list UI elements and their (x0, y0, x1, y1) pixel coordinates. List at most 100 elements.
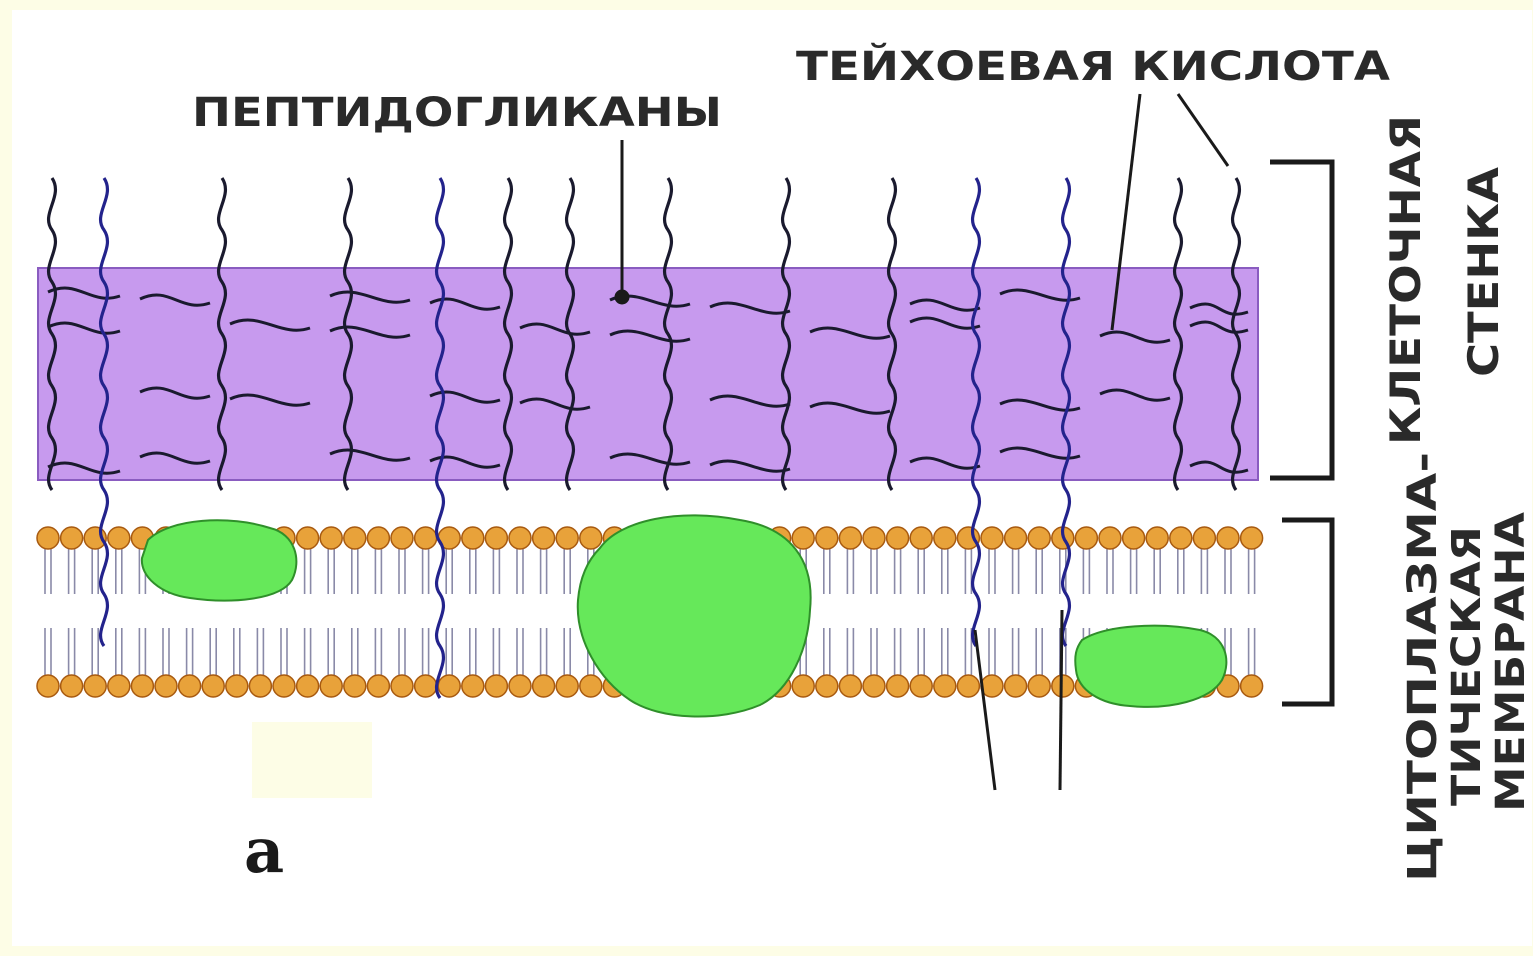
lipid-tail (895, 628, 901, 676)
lipid-tail (564, 628, 570, 676)
lipid-tail (989, 628, 995, 676)
lipid-head (344, 527, 366, 549)
lipid-head (580, 527, 602, 549)
lipid-head (415, 527, 437, 549)
lipid-head (438, 675, 460, 697)
lipid-head (1146, 527, 1168, 549)
lipid-head (1241, 527, 1263, 549)
lipid-head (367, 527, 389, 549)
label-teichoic-acid: ТЕЙХОЕВАЯ КИСЛОТА (796, 42, 1390, 90)
lipid-tail (446, 548, 452, 594)
lipid-tail (69, 628, 75, 676)
lipid-tail (965, 628, 971, 676)
lipid-tail (352, 548, 358, 594)
membrane-protein-right (1075, 626, 1226, 707)
lipid-head (509, 675, 531, 697)
lipid-head (981, 527, 1003, 549)
lipid-tail (163, 628, 169, 676)
lipid-head (202, 675, 224, 697)
lipid-head (887, 527, 909, 549)
label-cell-wall-line2: СТЕНКА (1459, 166, 1508, 377)
lipid-head (1005, 675, 1027, 697)
lipid-tail (1131, 548, 1137, 594)
lipid-head (1241, 675, 1263, 697)
label-membrane: ЦИТОПЛАЗМА- ТИЧЕСКАЯ МЕМБРАНА (1400, 452, 1533, 882)
pointer-membrane-1 (975, 630, 995, 790)
pointer-peptidoglycan-dot (616, 291, 628, 303)
lipid-tail (399, 628, 405, 676)
lipid-head (1028, 527, 1050, 549)
lipid-head (816, 527, 838, 549)
lipid-tail (328, 548, 334, 594)
lipid-tail (847, 548, 853, 594)
lipid-head (462, 675, 484, 697)
lipid-head (887, 675, 909, 697)
lipid-head (792, 675, 814, 697)
lipid-tail (942, 548, 948, 594)
lipid-head (863, 675, 885, 697)
label-cell-wall-line1: КЛЕТОЧНАЯ (1381, 115, 1430, 445)
lipid-head (462, 527, 484, 549)
lipid-tail (1249, 628, 1255, 676)
lipid-head (863, 527, 885, 549)
lipid-head (839, 675, 861, 697)
lipid-head (391, 527, 413, 549)
lipid-head (839, 527, 861, 549)
lipid-tail (1225, 548, 1231, 594)
lipid-tail (470, 548, 476, 594)
lipid-head (61, 527, 83, 549)
lipid-tail (541, 628, 547, 676)
label-cell-wall: КЛЕТОЧНАЯ СТЕНКА (1381, 115, 1508, 445)
lipid-tail (45, 628, 51, 676)
lipid-head (792, 527, 814, 549)
lipid-tail (399, 548, 405, 594)
lipid-tail (187, 628, 193, 676)
lipid-head (556, 675, 578, 697)
lipid-tail (517, 548, 523, 594)
lipid-tail (1249, 548, 1255, 594)
lipid-tail (1083, 548, 1089, 594)
lipid-tail (918, 628, 924, 676)
lipid-head (934, 675, 956, 697)
membrane-bracket (1282, 520, 1332, 704)
lipid-tail (847, 628, 853, 676)
lipid-head (1123, 527, 1145, 549)
lipid-head (249, 675, 271, 697)
lipid-head (391, 675, 413, 697)
lipid-tail (1036, 628, 1042, 676)
lipid-head (320, 527, 342, 549)
lipid-head (108, 675, 130, 697)
lipid-tail (305, 628, 311, 676)
lipid-head (485, 527, 507, 549)
lipid-tail (564, 548, 570, 594)
lipid-head (155, 675, 177, 697)
lipid-head (1193, 527, 1215, 549)
lipid-head (816, 675, 838, 697)
label-peptidoglycans: ПЕПТИДОГЛИКАНЫ (192, 90, 722, 136)
lipid-tail (895, 548, 901, 594)
lipid-head (533, 675, 555, 697)
lipid-head (108, 527, 130, 549)
membrane-protein-center (578, 515, 811, 716)
lipid-head (1170, 527, 1192, 549)
lipid-head (415, 675, 437, 697)
lipid-head (957, 675, 979, 697)
lipid-head (84, 675, 106, 697)
lipid-tail (1036, 548, 1042, 594)
lipid-tail (493, 548, 499, 594)
lipid-head (37, 527, 59, 549)
lipid-tail (375, 548, 381, 594)
lipid-head (344, 675, 366, 697)
lipid-head (910, 675, 932, 697)
lipid-tail (423, 548, 429, 594)
lipid-tail (352, 628, 358, 676)
label-membrane-line3: МЕМБРАНА (1488, 512, 1533, 812)
pointer-teichoic-2 (1178, 94, 1228, 166)
lipid-head (37, 675, 59, 697)
lipid-tail (234, 628, 240, 676)
lipid-tail (493, 628, 499, 676)
lipid-tail (257, 628, 263, 676)
lipid-head (910, 527, 932, 549)
lipid-head (179, 675, 201, 697)
